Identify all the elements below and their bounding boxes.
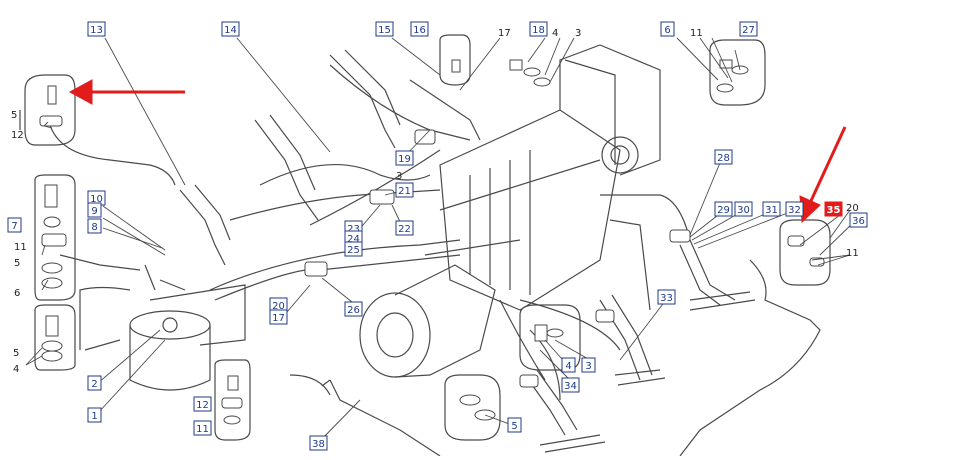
callout-arrows	[68, 79, 847, 224]
part-number-plain: 4	[552, 28, 558, 39]
part-number-plain: 5	[13, 348, 19, 359]
part-label-box: 30	[734, 201, 753, 217]
part-number: 31	[765, 205, 778, 216]
part-label-box: 33	[657, 289, 676, 305]
part-number: 9	[91, 206, 97, 217]
part-label-box: 14	[221, 21, 240, 37]
part-number: 16	[413, 25, 426, 36]
part-number: 32	[788, 205, 801, 216]
part-number: 27	[742, 25, 755, 36]
part-label-box: 17	[269, 309, 288, 325]
part-number: 1	[91, 411, 97, 422]
part-label-box: 2	[87, 375, 102, 391]
part-number-plain: 11	[14, 242, 27, 253]
part-label-box: 32	[785, 201, 804, 217]
part-number: 2	[91, 379, 97, 390]
part-label-box: 9	[87, 202, 102, 218]
part-label-box: 7	[7, 217, 22, 233]
part-label-box: 12	[193, 396, 212, 412]
part-label-box: 22	[395, 220, 414, 236]
part-number: 38	[312, 439, 325, 450]
part-number-plain: 17	[498, 28, 511, 39]
part-number: 6	[664, 25, 670, 36]
part-number-plain: 5	[14, 258, 20, 269]
part-label-box: 20	[269, 297, 288, 313]
part-label-box: 4	[561, 357, 576, 373]
part-number: 14	[224, 25, 237, 36]
part-number: 22	[398, 224, 411, 235]
part-number: 20	[272, 301, 285, 312]
part-number: 13	[90, 25, 103, 36]
part-number: 19	[398, 154, 411, 165]
part-number: 3	[585, 361, 591, 372]
part-number: 18	[532, 25, 545, 36]
part-number-plain: 3	[396, 171, 402, 182]
part-number-plain: 3	[575, 28, 581, 39]
part-label-box: 1	[87, 407, 102, 423]
part-label-box: 27	[739, 21, 758, 37]
part-label-box: 34	[561, 377, 580, 393]
part-label-box: 11	[193, 420, 212, 436]
part-label-box: 28	[714, 149, 733, 165]
part-number-plain: 20	[846, 203, 859, 214]
part-number: 11	[196, 424, 209, 435]
part-number: 34	[564, 381, 577, 392]
part-number: 36	[852, 216, 865, 227]
part-number: 23	[347, 224, 360, 235]
part-number-plain: 12	[11, 130, 24, 141]
part-label-box: 8	[87, 218, 102, 234]
part-number: 10	[90, 194, 103, 205]
part-number: 24	[347, 234, 360, 245]
part-label-box: 15	[375, 21, 394, 37]
part-number: 28	[717, 153, 730, 164]
part-label-box: 19	[395, 150, 414, 166]
part-number: 15	[378, 25, 391, 36]
part-number: 30	[737, 205, 750, 216]
part-number-plain: 11	[690, 28, 703, 39]
part-number: 26	[347, 305, 360, 316]
part-number: 17	[272, 313, 285, 324]
part-label-box: 25	[344, 241, 363, 257]
part-number: 35	[827, 205, 841, 216]
part-number-plain: 4	[13, 364, 19, 375]
part-label-box: 6	[660, 21, 675, 37]
part-number: 21	[398, 186, 411, 197]
right-callout-arrow	[808, 126, 847, 204]
part-number-plain: 6	[14, 288, 20, 299]
part-number: 5	[511, 421, 517, 432]
part-number-plain: 5	[11, 110, 17, 121]
part-label-box: 26	[344, 301, 363, 317]
part-number: 29	[717, 205, 730, 216]
part-label-box: 36	[849, 212, 868, 228]
part-label-highlighted: 35	[824, 201, 843, 217]
part-label-box: 13	[87, 21, 106, 37]
part-label-box: 21	[395, 182, 414, 198]
part-number: 4	[565, 361, 571, 372]
part-label-box: 18	[529, 21, 548, 37]
part-number: 8	[91, 222, 97, 233]
part-number-plain: 11	[846, 248, 859, 259]
part-label-box: 3	[581, 357, 596, 373]
part-number: 33	[660, 293, 673, 304]
part-number: 7	[11, 221, 17, 232]
part-label-box: 38	[309, 435, 328, 451]
part-label-box: 16	[410, 21, 429, 37]
part-label-box: 29	[714, 201, 733, 217]
part-label-box: 5	[507, 417, 522, 433]
part-number: 12	[196, 400, 209, 411]
part-label-box: 31	[762, 201, 781, 217]
part-number: 25	[347, 245, 360, 256]
